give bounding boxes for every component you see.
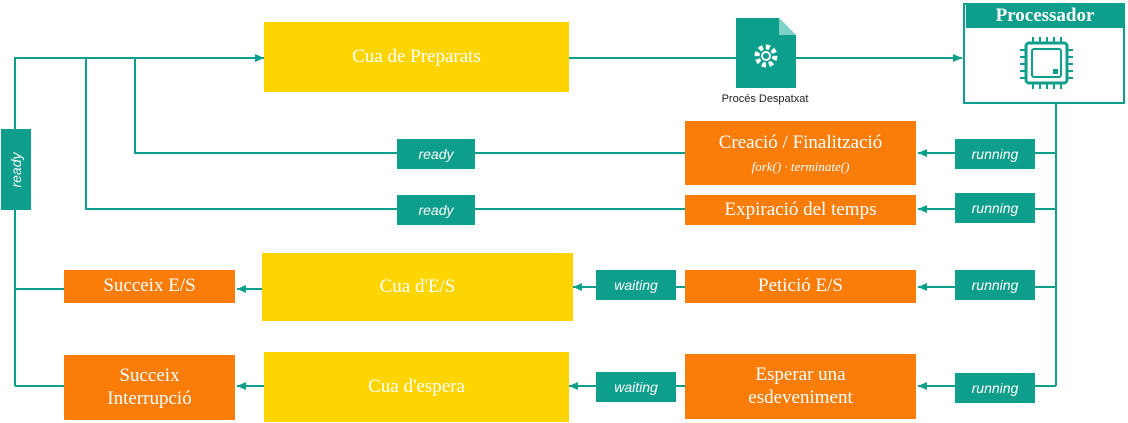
io-queue-box: Cua d'E/S (262, 253, 573, 321)
ready-tag-vertical: ready (1, 129, 31, 210)
processor-title: Processador (966, 4, 1124, 28)
creation-ready-line (134, 58, 685, 154)
creation-sub-label: fork() · terminate() (751, 158, 850, 174)
creation-label: Creació / Finalització (718, 131, 883, 153)
timeout-ready-line (85, 58, 685, 210)
wait-event-line1: Esperar una (755, 363, 846, 385)
ready-tag-timeout: ready (397, 195, 475, 225)
io-request-box: Petició E/S (685, 270, 916, 303)
waiting-tag-io: waiting (596, 270, 676, 300)
wait-queue-box: Cua d'espera (264, 352, 569, 422)
dispatched-label: Procés Despatxat (721, 93, 809, 105)
ready-tag-creation: ready (397, 139, 475, 169)
running-tag-creation: running (955, 139, 1035, 169)
interrupt-line1: Succeix (119, 364, 180, 386)
running-tag-io: running (955, 270, 1035, 300)
io-done-label: Succeix E/S (103, 275, 196, 297)
creation-box: Creació / Finalització fork() · terminat… (685, 121, 916, 185)
io-request-label: Petició E/S (758, 275, 843, 297)
timeout-box: Expiració del temps (685, 195, 916, 225)
ready-queue-label: Cua de Preparats (352, 46, 481, 67)
waiting-tag-wait: waiting (596, 372, 676, 402)
ready-queue-box: Cua de Preparats (264, 22, 569, 92)
cpu-chip-icon (1020, 37, 1073, 89)
interrupt-box: Succeix Interrupció (64, 355, 235, 420)
document-gear-icon (736, 18, 796, 88)
io-queue-label: Cua d'E/S (379, 276, 456, 297)
interrupt-line2: Interrupció (107, 387, 192, 409)
wait-queue-label: Cua d'espera (368, 376, 465, 397)
timeout-label: Expiració del temps (724, 198, 877, 220)
wait-event-line2: esdeveniment (748, 386, 853, 408)
running-tag-timeout: running (955, 193, 1035, 223)
io-done-box: Succeix E/S (64, 270, 235, 303)
ready-loop-line (14, 54, 264, 386)
wait-event-box: Esperar una esdeveniment (685, 354, 916, 419)
running-tag-wait: running (955, 373, 1035, 403)
ready-tag-vertical-label: ready (8, 151, 24, 188)
